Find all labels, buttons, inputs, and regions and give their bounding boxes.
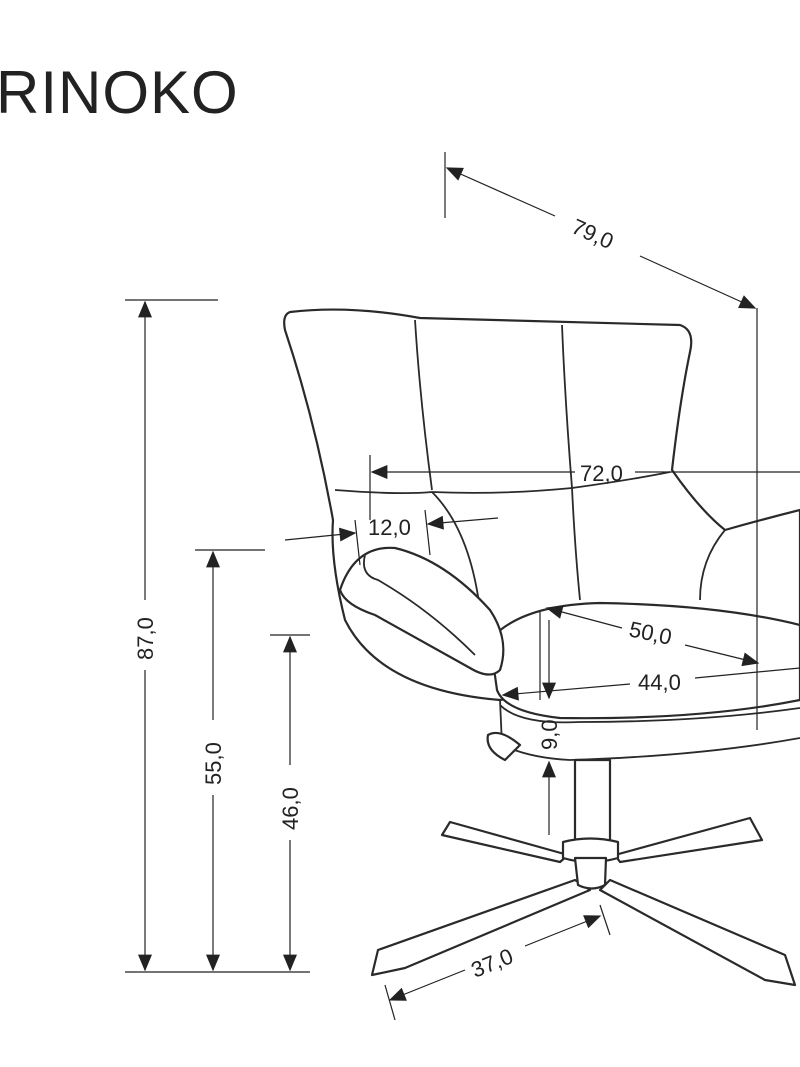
swivel-base <box>370 758 797 987</box>
dim-seat-height: 46,0 <box>278 787 303 830</box>
dim-width-diagonal: 79,0 <box>568 214 617 254</box>
dim-seat-thickness: 9,0 <box>537 719 562 750</box>
dim-arm-height: 55,0 <box>201 742 226 785</box>
chair-illustration <box>283 308 800 987</box>
dim-total-height: 87,0 <box>133 617 158 660</box>
product-title: RINOKO <box>0 59 239 126</box>
dim-base-leg: 37,0 <box>468 943 517 982</box>
dimension-lines <box>125 152 800 1021</box>
dim-width: 72,0 <box>580 461 623 486</box>
dim-armrest-width: 12,0 <box>368 515 411 540</box>
dim-seat-depth: 44,0 <box>638 670 681 695</box>
